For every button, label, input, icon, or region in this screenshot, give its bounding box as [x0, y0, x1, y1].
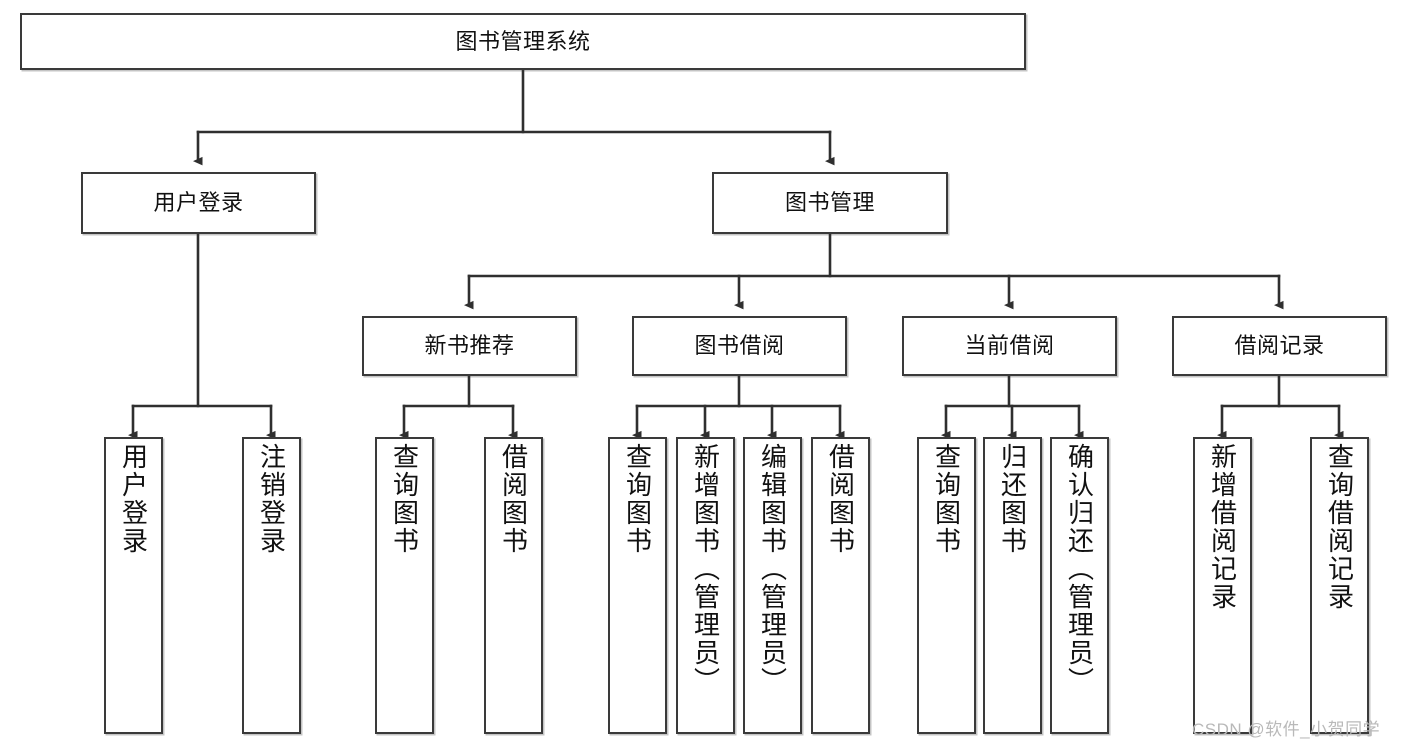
leaf-current-return-book[interactable]: 归还图书	[983, 437, 1042, 734]
node-label: 新书推荐	[424, 333, 515, 359]
node-label: 借阅图书	[825, 443, 856, 555]
leaf-user-login-signin[interactable]: 用户登录	[104, 437, 163, 734]
leaf-user-login-signout[interactable]: 注销登录	[242, 437, 301, 734]
node-label: 归还图书	[997, 443, 1028, 555]
node-label: 当前借阅	[964, 333, 1055, 359]
csdn-watermark: CSDN @软件_小贺同学	[1192, 720, 1381, 739]
leaf-current-query-book[interactable]: 查询图书	[917, 437, 976, 734]
node-book-management[interactable]: 图书管理	[712, 172, 948, 234]
node-label: 图书管理系统	[455, 28, 591, 54]
node-label: 新增借阅记录	[1207, 443, 1238, 611]
node-label: 图书管理	[784, 190, 875, 216]
node-label: 借阅图书	[498, 443, 529, 555]
node-label: 确认归还（管理员）	[1064, 443, 1095, 695]
leaf-borrow-edit-book-admin[interactable]: 编辑图书（管理员）	[743, 437, 802, 734]
leaf-borrow-add-book-admin[interactable]: 新增图书（管理员）	[676, 437, 735, 734]
leaf-record-query-record[interactable]: 查询借阅记录	[1310, 437, 1369, 734]
node-label: 查询借阅记录	[1324, 443, 1355, 611]
node-borrow-record[interactable]: 借阅记录	[1172, 316, 1387, 376]
node-book-borrow[interactable]: 图书借阅	[632, 316, 847, 376]
node-label: 编辑图书（管理员）	[757, 443, 788, 695]
leaf-recommend-borrow-book[interactable]: 借阅图书	[484, 437, 543, 734]
node-new-book-recommend[interactable]: 新书推荐	[362, 316, 577, 376]
leaf-record-add-record[interactable]: 新增借阅记录	[1193, 437, 1252, 734]
leaf-current-confirm-return-admin[interactable]: 确认归还（管理员）	[1050, 437, 1109, 734]
node-label: 查询图书	[622, 443, 653, 555]
leaf-recommend-query-book[interactable]: 查询图书	[375, 437, 434, 734]
node-label: 新增图书（管理员）	[690, 443, 721, 695]
node-label: 注销登录	[256, 443, 287, 555]
node-root-system[interactable]: 图书管理系统	[20, 13, 1026, 70]
leaf-borrow-borrow-book[interactable]: 借阅图书	[811, 437, 870, 734]
node-label: 查询图书	[389, 443, 420, 555]
node-current-borrow[interactable]: 当前借阅	[902, 316, 1117, 376]
node-user-login[interactable]: 用户登录	[81, 172, 316, 234]
leaf-borrow-query-book[interactable]: 查询图书	[608, 437, 667, 734]
node-label: 用户登录	[153, 190, 244, 216]
node-label: 用户登录	[118, 443, 149, 555]
node-label: 查询图书	[931, 443, 962, 555]
node-label: 图书借阅	[694, 333, 785, 359]
node-label: 借阅记录	[1234, 333, 1325, 359]
